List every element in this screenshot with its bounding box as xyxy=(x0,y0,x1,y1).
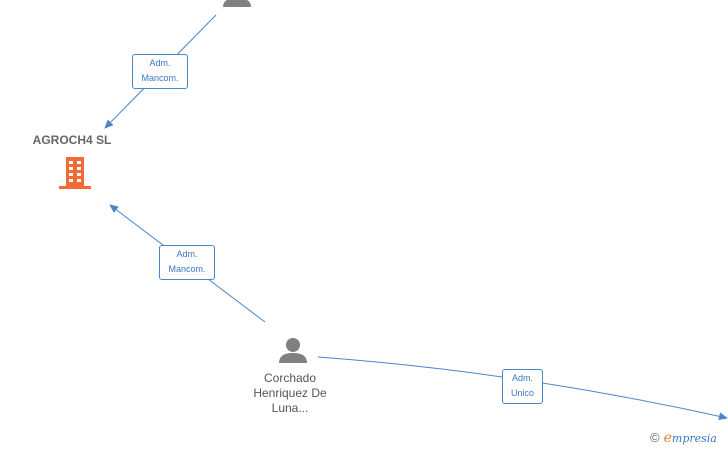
edge-label-line2: Mancom. xyxy=(168,264,206,274)
company-name[interactable]: AGROCH4 SL xyxy=(32,133,112,147)
person-icon[interactable] xyxy=(223,0,251,7)
empresia-brand[interactable]: ©empresia xyxy=(650,430,717,446)
person-icon[interactable] xyxy=(279,338,307,363)
edge-label-line1: Adm. xyxy=(511,373,533,383)
edge-label-adm-mancom: Adm. Mancom. xyxy=(159,245,215,280)
edge-label-adm-unico: Adm. Unico xyxy=(502,369,543,404)
building-icon[interactable] xyxy=(59,157,91,189)
edge-label-line1: Adm. xyxy=(176,249,198,259)
edge-label-adm-mancom: Adm. Mancom. xyxy=(132,54,188,89)
brand-initial: e xyxy=(663,430,672,446)
person-name[interactable]: Corchado Henriquez De Luna... xyxy=(253,371,327,415)
brand-name: mpresia xyxy=(671,432,717,445)
edge-label-line2: Unico xyxy=(510,388,534,398)
edge-label-line1: Adm. xyxy=(149,58,171,68)
edge-label-line2: Mancom. xyxy=(141,73,179,83)
copyright-symbol: © xyxy=(650,430,660,445)
